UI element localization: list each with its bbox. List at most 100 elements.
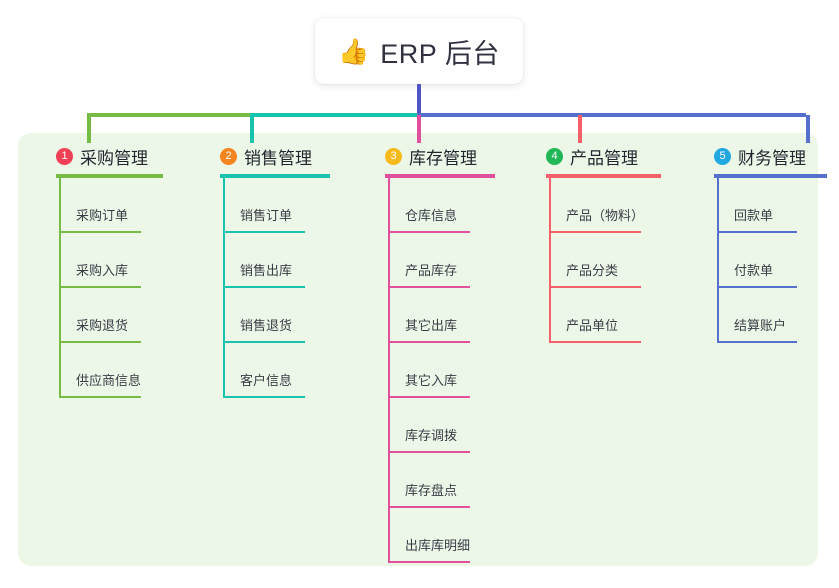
branch-child-rule: [59, 341, 141, 343]
branch-header-rule: [714, 174, 827, 178]
branch-child-item[interactable]: 出库库明细: [367, 508, 517, 563]
horizontal-connector-segment: [417, 113, 511, 117]
branch-child-rule: [388, 396, 470, 398]
branch-child-item[interactable]: 仓库信息: [367, 178, 517, 233]
branch-child-item[interactable]: 销售出库: [202, 233, 352, 288]
branch-child-rule: [549, 231, 641, 233]
branch-child-rule: [388, 341, 470, 343]
branch-child-item[interactable]: 结算账户: [696, 288, 831, 343]
branch-child-rule: [549, 341, 641, 343]
branch-drop-connector: [87, 115, 91, 143]
branch-child-rule: [223, 396, 305, 398]
horizontal-connector-segment: [87, 113, 250, 117]
branch-spine-connector: [223, 178, 225, 398]
branch-child-rule: [223, 341, 305, 343]
branch-child-item[interactable]: 产品单位: [528, 288, 668, 343]
branch-drop-connector: [806, 115, 810, 143]
root-node-content: 👍 ERP 后台: [338, 32, 500, 71]
branch-spine-connector: [59, 178, 61, 398]
branch-header-rule: [385, 174, 495, 178]
branch-child-rule: [223, 231, 305, 233]
branch-children-list: 销售订单销售出库销售退货客户信息: [202, 178, 352, 398]
horizontal-connector-segment: [511, 113, 806, 117]
branch-drop-connector: [250, 115, 254, 143]
branch-child-label: 产品库存: [405, 263, 458, 278]
root-stem-connector: [417, 84, 421, 115]
branch-child-item[interactable]: 库存调拨: [367, 398, 517, 453]
branch-child-label: 销售出库: [240, 263, 293, 278]
branch-number-badge: 1: [56, 147, 73, 165]
branch-header-rule: [546, 174, 661, 178]
branch-child-item[interactable]: 销售退货: [202, 288, 352, 343]
thumbs-up-icon: 👍: [338, 36, 370, 66]
branch-child-label: 仓库信息: [405, 208, 458, 223]
branch-child-rule: [388, 561, 470, 563]
branch-child-label: 客户信息: [240, 373, 293, 388]
branch-child-rule: [717, 231, 797, 233]
root-node-label: ERP 后台: [380, 38, 500, 69]
branch-child-label: 结算账户: [734, 318, 787, 333]
branch-child-item[interactable]: 采购订单: [38, 178, 188, 233]
branch-header-2[interactable]: 2 销售管理: [202, 143, 352, 169]
branch-spine-connector: [717, 178, 719, 343]
branch-title-label: 库存管理: [409, 148, 477, 168]
branch-header-rule: [56, 174, 163, 178]
branch-child-item[interactable]: 其它入库: [367, 343, 517, 398]
branch-child-rule: [717, 341, 797, 343]
branch-child-item[interactable]: 采购退货: [38, 288, 188, 343]
branch-child-item[interactable]: 其它出库: [367, 288, 517, 343]
branch-child-rule: [388, 231, 470, 233]
branch-child-item[interactable]: 采购入库: [38, 233, 188, 288]
root-node[interactable]: 👍 ERP 后台: [315, 18, 523, 84]
branch-child-item[interactable]: 产品分类: [528, 233, 668, 288]
branch-child-rule: [59, 231, 141, 233]
branch-child-rule: [388, 451, 470, 453]
branch-child-item[interactable]: 销售订单: [202, 178, 352, 233]
branch-child-label: 销售退货: [240, 318, 293, 333]
branch-spine-connector: [388, 178, 390, 563]
branch-child-item[interactable]: 供应商信息: [38, 343, 188, 398]
branch-child-label: 回款单: [734, 208, 774, 223]
branch-child-item[interactable]: 付款单: [696, 233, 831, 288]
branch-child-label: 产品分类: [566, 263, 619, 278]
branch-number-badge: 4: [546, 147, 563, 165]
branch-spine-connector: [549, 178, 551, 343]
branch-child-label: 采购入库: [76, 263, 129, 278]
branch-title-label: 销售管理: [244, 148, 312, 168]
branch-child-item[interactable]: 回款单: [696, 178, 831, 233]
branch-children-list: 产品（物料） 产品分类产品单位: [528, 178, 668, 343]
branch-child-rule: [549, 286, 641, 288]
branch-child-rule: [388, 506, 470, 508]
branch-child-item[interactable]: 产品库存: [367, 233, 517, 288]
branch-column-2: 2 销售管理销售订单销售出库销售退货客户信息: [202, 143, 352, 398]
branch-child-label: 产品（物料）: [566, 208, 645, 223]
branch-child-label: 出库库明细: [405, 538, 471, 553]
branch-child-label: 产品单位: [566, 318, 619, 333]
branch-child-rule: [223, 286, 305, 288]
branch-children-list: 回款单付款单结算账户: [696, 178, 831, 343]
branches-panel: [18, 133, 818, 566]
branch-child-rule: [59, 396, 141, 398]
branch-drop-connector: [578, 115, 582, 143]
branch-child-item[interactable]: 库存盘点: [367, 453, 517, 508]
branch-number-badge: 5: [714, 147, 731, 165]
branch-child-label: 付款单: [734, 263, 774, 278]
branch-child-label: 库存盘点: [405, 483, 458, 498]
branch-drop-connector: [417, 115, 421, 143]
branch-child-label: 其它出库: [405, 318, 458, 333]
branch-child-label: 供应商信息: [76, 373, 142, 388]
branch-child-rule: [59, 286, 141, 288]
branch-child-item[interactable]: 产品（物料）: [528, 178, 668, 233]
branch-child-label: 采购退货: [76, 318, 129, 333]
branch-child-item[interactable]: 客户信息: [202, 343, 352, 398]
branch-number-badge: 2: [220, 147, 237, 165]
